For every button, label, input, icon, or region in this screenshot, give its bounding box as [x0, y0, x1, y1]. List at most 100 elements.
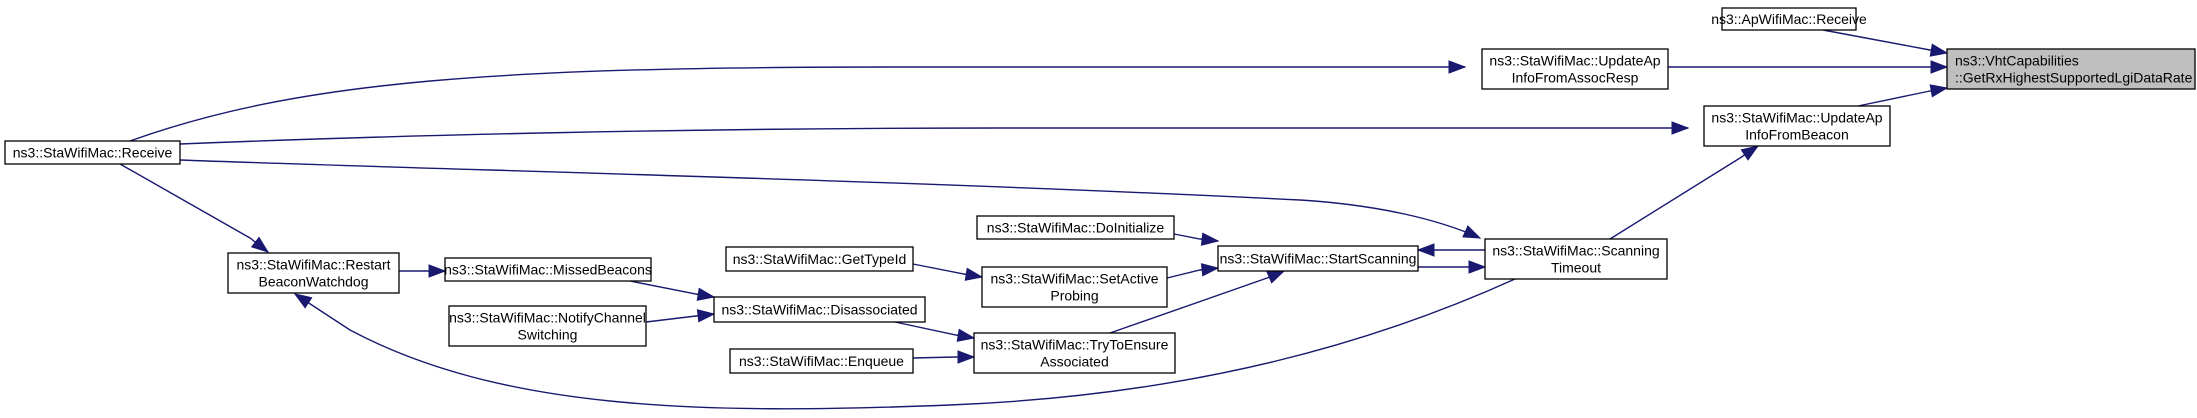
- arrowhead-icon: [1462, 225, 1482, 239]
- node-label: Probing: [1050, 288, 1098, 304]
- node-label: ns3::StaWifiMac::Enqueue: [739, 353, 904, 369]
- node-label: ns3::StaWifiMac::SetActive: [990, 271, 1158, 287]
- node-label: ns3::ApWifiMac::Receive: [1711, 11, 1867, 27]
- edge-sta_receive-to-scanning_timeout: [179, 159, 1482, 239]
- edge-line: [294, 278, 1516, 410]
- nodes-layer: ns3::VhtCapabilities::GetRxHighestSuppor…: [4, 7, 2196, 374]
- node-missed-beacons[interactable]: ns3::StaWifiMac::MissedBeacons: [444, 257, 652, 282]
- node-label: ns3::StaWifiMac::TryToEnsure: [981, 337, 1169, 353]
- node-do-initialize[interactable]: ns3::StaWifiMac::DoInitialize: [976, 215, 1175, 240]
- node-box[interactable]: [713, 296, 926, 323]
- edge-sta_receive-to-restart_watchdog: [119, 163, 270, 253]
- node-box[interactable]: [1481, 48, 1669, 90]
- node-label: ns3::StaWifiMac::Receive: [13, 145, 173, 161]
- node-box[interactable]: [976, 215, 1175, 240]
- node-enqueue[interactable]: ns3::StaWifiMac::Enqueue: [729, 348, 914, 374]
- node-label: InfoFromAssocResp: [1512, 70, 1639, 86]
- edge-line: [1822, 29, 1948, 54]
- node-box[interactable]: [1217, 245, 1419, 272]
- node-box[interactable]: [1484, 238, 1668, 280]
- edge-scanning_timeout-to-start_scanning: [1416, 243, 1485, 257]
- node-label: ns3::StaWifiMac::GetTypeId: [733, 251, 907, 267]
- node-target[interactable]: ns3::VhtCapabilities::GetRxHighestSuppor…: [1946, 48, 2196, 90]
- edge-notify_channel-to-disassociated: [645, 309, 716, 323]
- node-label: ns3::StaWifiMac::StartScanning: [1220, 251, 1417, 267]
- node-label: ns3::StaWifiMac::UpdateAp: [1489, 53, 1660, 69]
- arrowhead-icon: [1468, 260, 1487, 274]
- node-ap-receive[interactable]: ns3::ApWifiMac::Receive: [1711, 7, 1867, 31]
- node-box[interactable]: [729, 348, 914, 374]
- node-label: Timeout: [1551, 260, 1601, 276]
- arrowhead-icon: [957, 350, 976, 364]
- edge-update_beacon-to-target: [1857, 84, 1949, 107]
- node-sta-receive[interactable]: ns3::StaWifiMac::Receive: [4, 140, 181, 165]
- arrowhead-icon: [1266, 270, 1286, 284]
- arrowhead-icon: [1200, 263, 1220, 277]
- node-box[interactable]: [227, 252, 400, 294]
- node-label: ns3::StaWifiMac::NotifyChannel: [449, 310, 646, 326]
- edge-scanning_timeout-to-update_beacon: [1609, 145, 1760, 240]
- node-box[interactable]: [1721, 7, 1857, 31]
- arrowhead-icon: [1930, 60, 1949, 74]
- node-box[interactable]: [4, 140, 181, 165]
- node-label: ns3::StaWifiMac::Restart: [236, 257, 390, 273]
- arrowhead-icon: [1416, 243, 1435, 257]
- arrowhead-icon: [1929, 84, 1949, 98]
- node-start-scanning[interactable]: ns3::StaWifiMac::StartScanning: [1217, 245, 1419, 272]
- node-box[interactable]: [1946, 48, 2196, 90]
- node-label: Switching: [518, 327, 578, 343]
- node-label: ns3::StaWifiMac::Disassociated: [721, 302, 917, 318]
- arrowhead-icon: [1448, 60, 1467, 74]
- edge-disassociated-to-try_to_ensure: [894, 321, 976, 342]
- node-label: BeaconWatchdog: [259, 274, 369, 290]
- node-box[interactable]: [1703, 105, 1891, 147]
- edge-line: [1609, 145, 1759, 240]
- edge-ap_receive-to-target: [1822, 29, 1949, 57]
- edge-restart_watchdog-to-missed_beacons: [399, 264, 447, 278]
- node-get-type-id[interactable]: ns3::StaWifiMac::GetTypeId: [725, 246, 914, 272]
- edge-start_scanning-to-scanning_timeout: [1418, 260, 1487, 274]
- edge-enqueue-to-try_to_ensure: [912, 350, 976, 364]
- node-box[interactable]: [725, 246, 914, 272]
- node-label: ns3::StaWifiMac::Scanning: [1492, 243, 1659, 259]
- node-label: ::GetRxHighestSupportedLgiDataRate: [1955, 70, 2193, 86]
- arrowhead-icon: [250, 236, 270, 253]
- arrowhead-icon: [1929, 43, 1949, 57]
- node-label: Associated: [1040, 354, 1108, 370]
- edge-scanning_timeout-to-restart_watchdog: [293, 278, 1516, 410]
- arrowhead-icon: [428, 264, 447, 278]
- edge-line: [179, 159, 1481, 239]
- edge-get_type_id-to-set_active_probing: [912, 263, 984, 281]
- edge-sta_receive-to-update_assoc: [129, 60, 1467, 142]
- edge-line: [119, 163, 269, 253]
- node-update-assoc[interactable]: ns3::StaWifiMac::UpdateApInfoFromAssocRe…: [1481, 48, 1669, 90]
- node-label: InfoFromBeacon: [1745, 127, 1849, 143]
- node-label: ns3::StaWifiMac::DoInitialize: [987, 220, 1165, 236]
- arrowhead-icon: [293, 293, 313, 309]
- edges-layer: [119, 29, 1949, 410]
- node-disassociated[interactable]: ns3::StaWifiMac::Disassociated: [713, 296, 926, 323]
- node-label: ns3::VhtCapabilities: [1955, 53, 2079, 69]
- arrowhead-icon: [956, 328, 976, 342]
- node-box[interactable]: [981, 266, 1168, 308]
- edge-do_initialize-to-start_scanning: [1173, 232, 1220, 246]
- node-box[interactable]: [448, 305, 647, 347]
- node-label: ns3::StaWifiMac::MissedBeacons: [444, 262, 652, 278]
- arrowhead-icon: [696, 309, 716, 323]
- arrowhead-icon: [1740, 145, 1760, 161]
- edge-set_active_probing-to-start_scanning: [1166, 263, 1220, 279]
- arrowhead-icon: [964, 267, 984, 281]
- edge-line: [179, 127, 1688, 145]
- node-box[interactable]: [973, 332, 1176, 374]
- edge-line: [129, 66, 1465, 142]
- node-label: ns3::StaWifiMac::UpdateAp: [1711, 110, 1882, 126]
- arrowhead-icon: [1200, 232, 1220, 246]
- node-box[interactable]: [444, 257, 652, 282]
